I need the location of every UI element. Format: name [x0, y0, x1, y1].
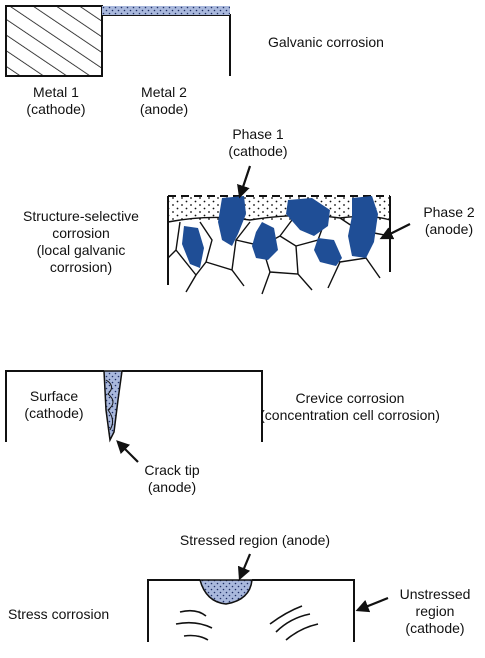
phase1-arrow — [237, 165, 252, 199]
structure-title-line-2: corrosion — [52, 225, 110, 241]
galvanic-diagram — [5, 5, 231, 77]
phase2-label: Phase 2 (anode) — [414, 204, 484, 238]
metal1-role: (cathode) — [26, 101, 86, 117]
metal1-block — [5, 5, 103, 77]
structure-title-line-3: (local galvanic — [36, 242, 126, 258]
crevice-title: Crevice corrosion (concentration cell co… — [230, 390, 470, 424]
surface-role: (cathode) — [24, 405, 84, 421]
phase2-role: (anode) — [424, 221, 474, 237]
crack-tip-label: Crack tip (anode) — [132, 462, 212, 496]
crevice-title-line-1: Crevice corrosion — [295, 390, 405, 406]
stressed-region — [199, 579, 253, 605]
metal1-label: Metal 1 (cathode) — [16, 84, 96, 118]
phase2-arrow — [379, 223, 411, 240]
metal2-corrosion-layer — [102, 6, 230, 15]
crevice-surface — [5, 370, 104, 442]
crack-tip-arrow — [116, 440, 139, 463]
metal2-label: Metal 2 (anode) — [124, 84, 204, 118]
arrows — [116, 165, 411, 613]
structure-title-line-1: Structure-selective — [23, 208, 139, 224]
phase-particles — [182, 196, 378, 268]
stress-block — [147, 579, 355, 642]
surface-name: Surface — [29, 388, 79, 404]
phase2-name: Phase 2 — [423, 204, 475, 220]
unstressed-line-2: region — [415, 603, 455, 619]
surface-label: Surface (cathode) — [14, 388, 94, 422]
metal2-name: Metal 2 — [141, 84, 187, 100]
crack-tip-role: (anode) — [147, 479, 197, 495]
metal2-block — [102, 14, 231, 76]
crack — [103, 370, 123, 443]
structure-title: Structure-selective corrosion (local gal… — [6, 208, 156, 276]
metal1-name: Metal 1 — [33, 84, 79, 100]
phase1-label: Phase 1 (cathode) — [218, 126, 298, 160]
stressed-arrow — [237, 553, 252, 581]
unstressed-region-label: Unstressed region (cathode) — [392, 586, 478, 637]
crack-tip-name: Crack tip — [144, 462, 200, 478]
phase1-role: (cathode) — [228, 143, 288, 159]
unstressed-arrow — [355, 596, 389, 613]
stress-title: Stress corrosion — [8, 606, 110, 622]
unstressed-line-3: (cathode) — [405, 620, 465, 636]
crevice-title-line-2: (concentration cell corrosion) — [260, 407, 440, 423]
metal2-role: (anode) — [139, 101, 189, 117]
galvanic-title: Galvanic corrosion — [268, 34, 384, 50]
crevice-diagram — [5, 370, 263, 443]
structure-diagram — [167, 195, 391, 295]
stressed-region-label: Stressed region (anode) — [179, 532, 331, 548]
unstressed-line-1: Unstressed — [399, 586, 471, 602]
structure-title-line-4: corrosion) — [49, 259, 113, 275]
stress-lines — [175, 605, 319, 641]
stress-diagram — [147, 579, 355, 642]
phase1-name: Phase 1 — [232, 126, 284, 142]
